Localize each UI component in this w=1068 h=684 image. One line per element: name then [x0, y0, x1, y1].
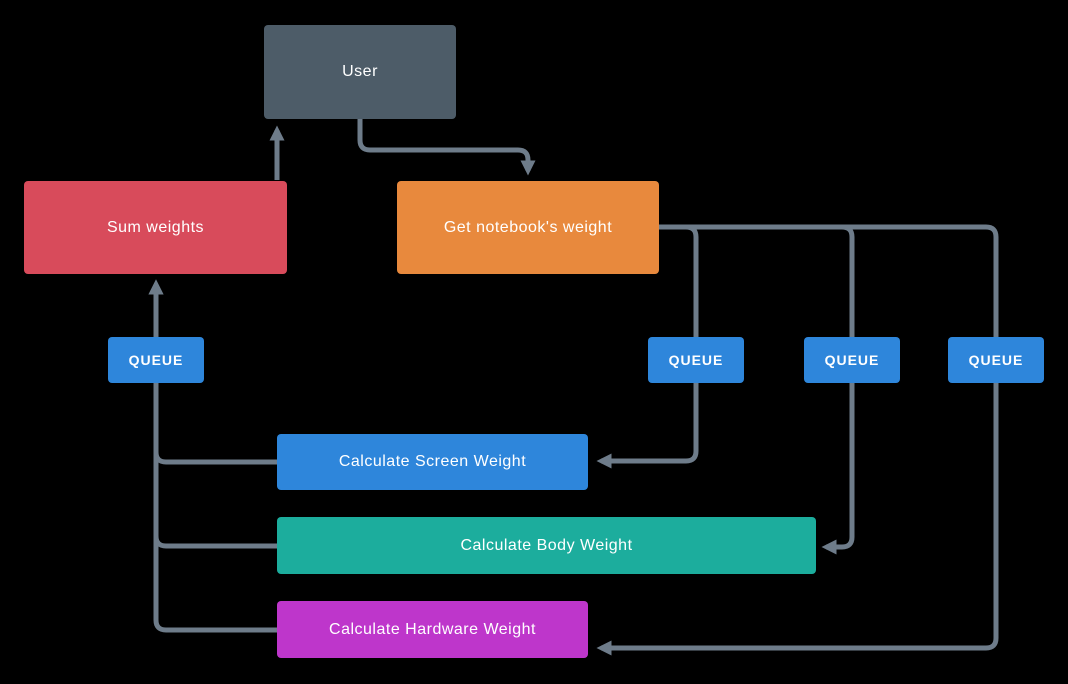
edge-get-notebook-to-calc-hardware — [596, 224, 999, 656]
edge-get-notebook-to-calc-body — [659, 224, 855, 555]
node-queue-screen-label: QUEUE — [668, 352, 724, 368]
node-calculate-screen-weight-label: Calculate Screen Weight — [338, 453, 527, 470]
edge-user-to-get-notebook — [357, 119, 536, 176]
node-get-notebook-weight-label: Get notebook's weight — [443, 218, 613, 236]
node-queue-sum-label: QUEUE — [128, 352, 184, 368]
node-get-notebook-weight: Get notebook's weight — [397, 181, 659, 274]
node-calculate-hardware-weight: Calculate Hardware Weight — [277, 601, 588, 658]
node-user: User — [264, 25, 456, 119]
node-queue-body-label: QUEUE — [824, 352, 880, 368]
node-calculate-screen-weight: Calculate Screen Weight — [277, 434, 588, 490]
node-calculate-hardware-weight-label: Calculate Hardware Weight — [329, 620, 536, 638]
node-queue-sum: QUEUE — [108, 337, 204, 383]
node-calculate-body-weight-label: Calculate Body Weight — [460, 536, 633, 554]
node-calculate-body-weight: Calculate Body Weight — [277, 517, 816, 574]
edge-calc-body-to-sum-weights — [148, 279, 277, 549]
node-queue-body: QUEUE — [804, 337, 900, 383]
node-queue-hardware-label: QUEUE — [968, 352, 1024, 368]
edge-calc-hardware-to-sum-weights — [148, 279, 277, 633]
node-queue-hardware: QUEUE — [948, 337, 1044, 383]
node-sum-weights: Sum weights — [24, 181, 287, 274]
node-sum-weights-label: Sum weights — [106, 218, 205, 236]
node-user-label: User — [342, 63, 378, 80]
node-queue-screen: QUEUE — [648, 337, 744, 383]
